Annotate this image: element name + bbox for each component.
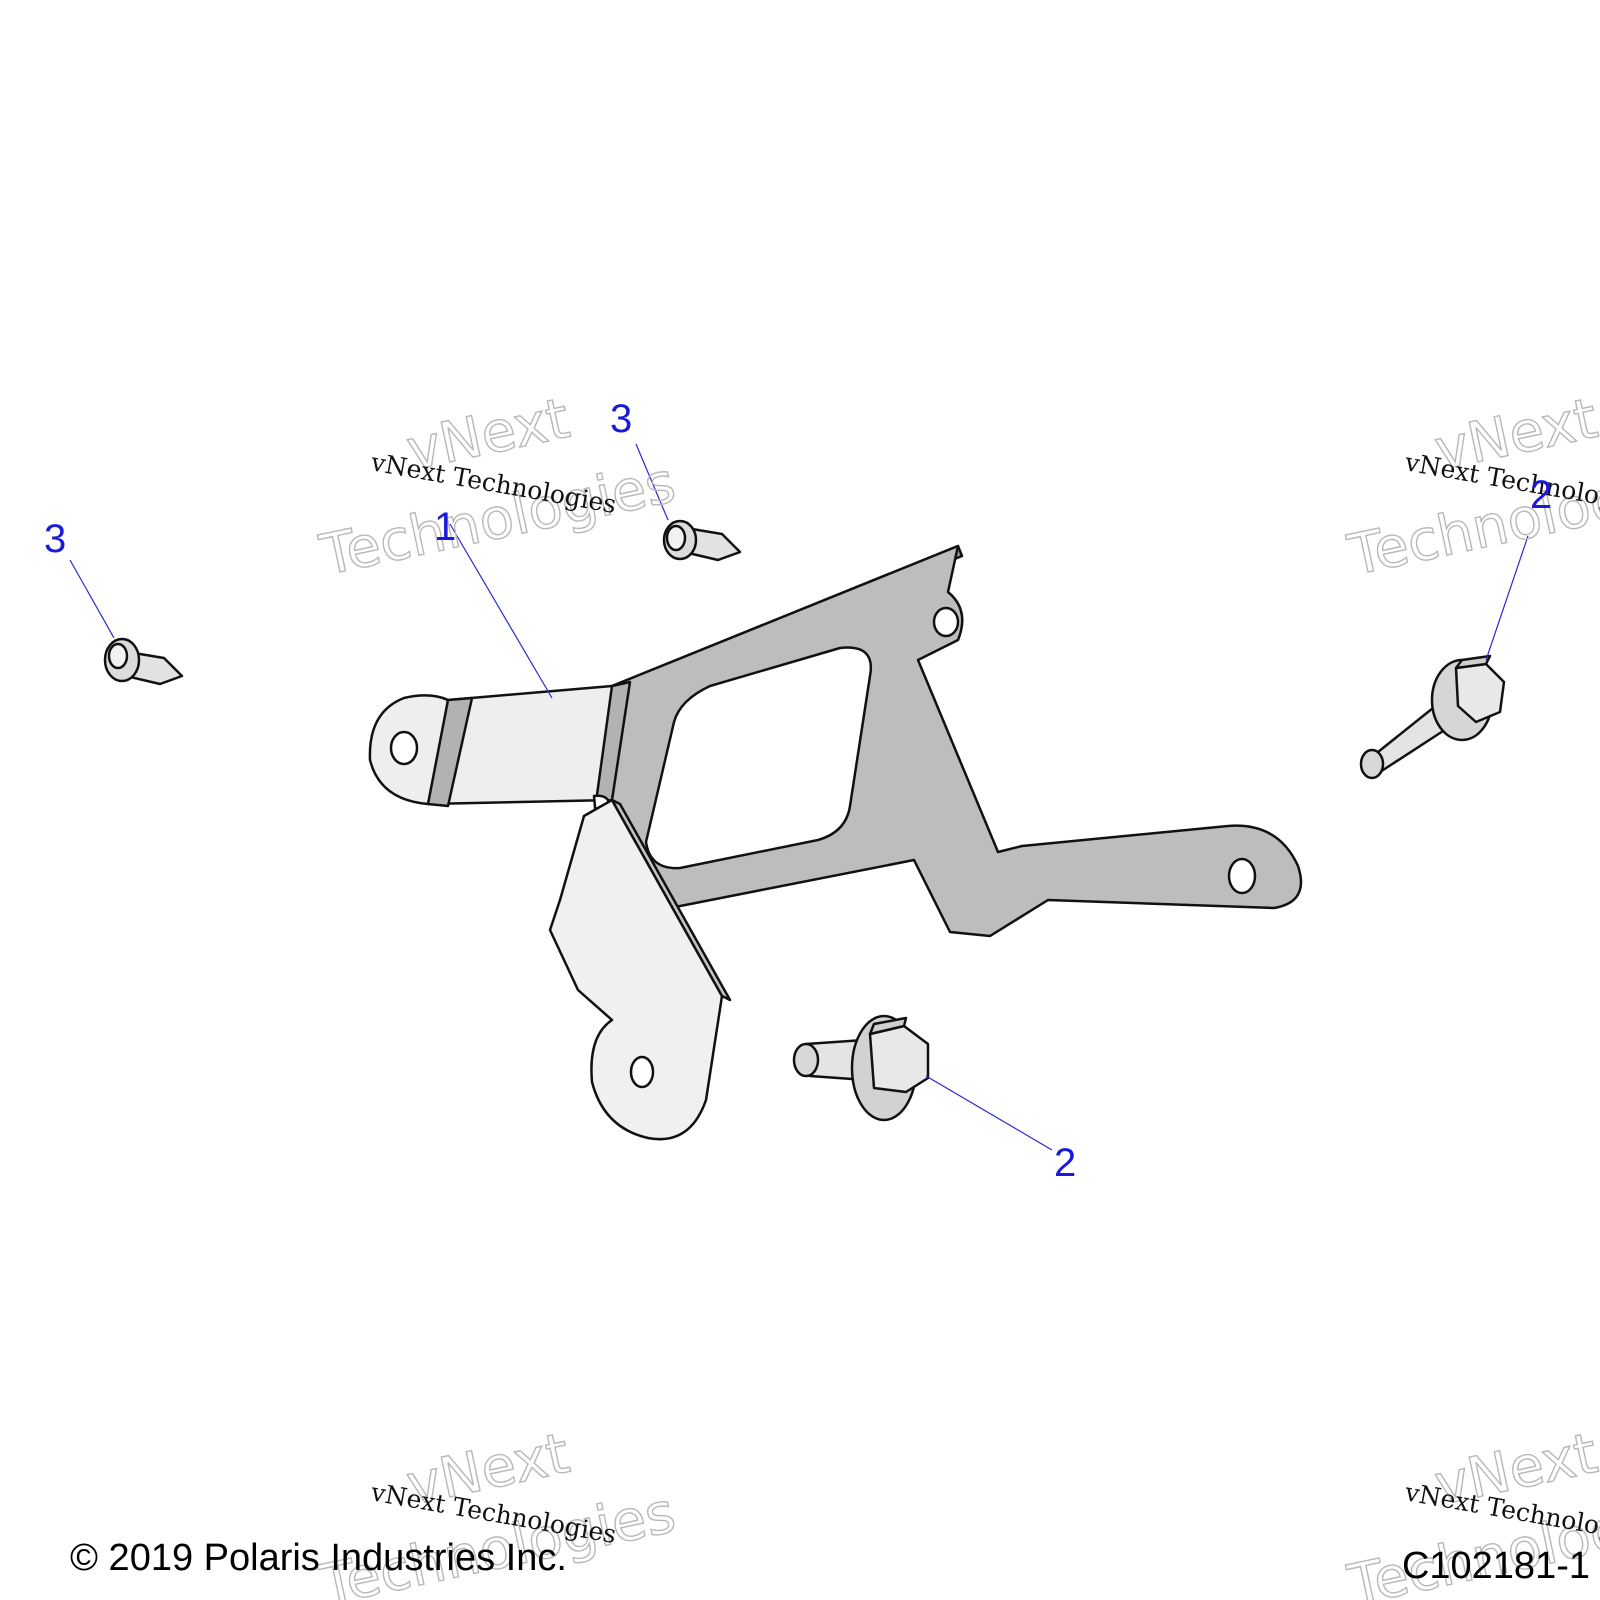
copyright-text: © 2019 Polaris Industries Inc.: [70, 1537, 567, 1579]
callout-screw-top: 3: [610, 397, 632, 441]
bolt-right-part: [1359, 654, 1506, 780]
callout-bracket: 1: [434, 505, 456, 549]
bolt-bottom-part: [792, 1014, 930, 1122]
figure-id: C102181-1: [1402, 1545, 1590, 1587]
leader-1: [449, 523, 553, 699]
leader-2-right: [1485, 535, 1529, 661]
leader-2-bottom: [925, 1075, 1053, 1151]
screw-top-part: [662, 519, 742, 562]
screw-left-part: [103, 637, 184, 686]
callout-screw-left: 3: [44, 517, 66, 561]
leader-3-left: [69, 559, 115, 639]
callout-bolt-right: 2: [1530, 473, 1552, 517]
callout-bolt-bottom: 2: [1054, 1141, 1076, 1185]
bracket-part: [368, 544, 1303, 1141]
watermark-upper-right: vNext Technologies vNext Technologies: [1342, 385, 1600, 589]
leader-3-top: [635, 443, 669, 521]
